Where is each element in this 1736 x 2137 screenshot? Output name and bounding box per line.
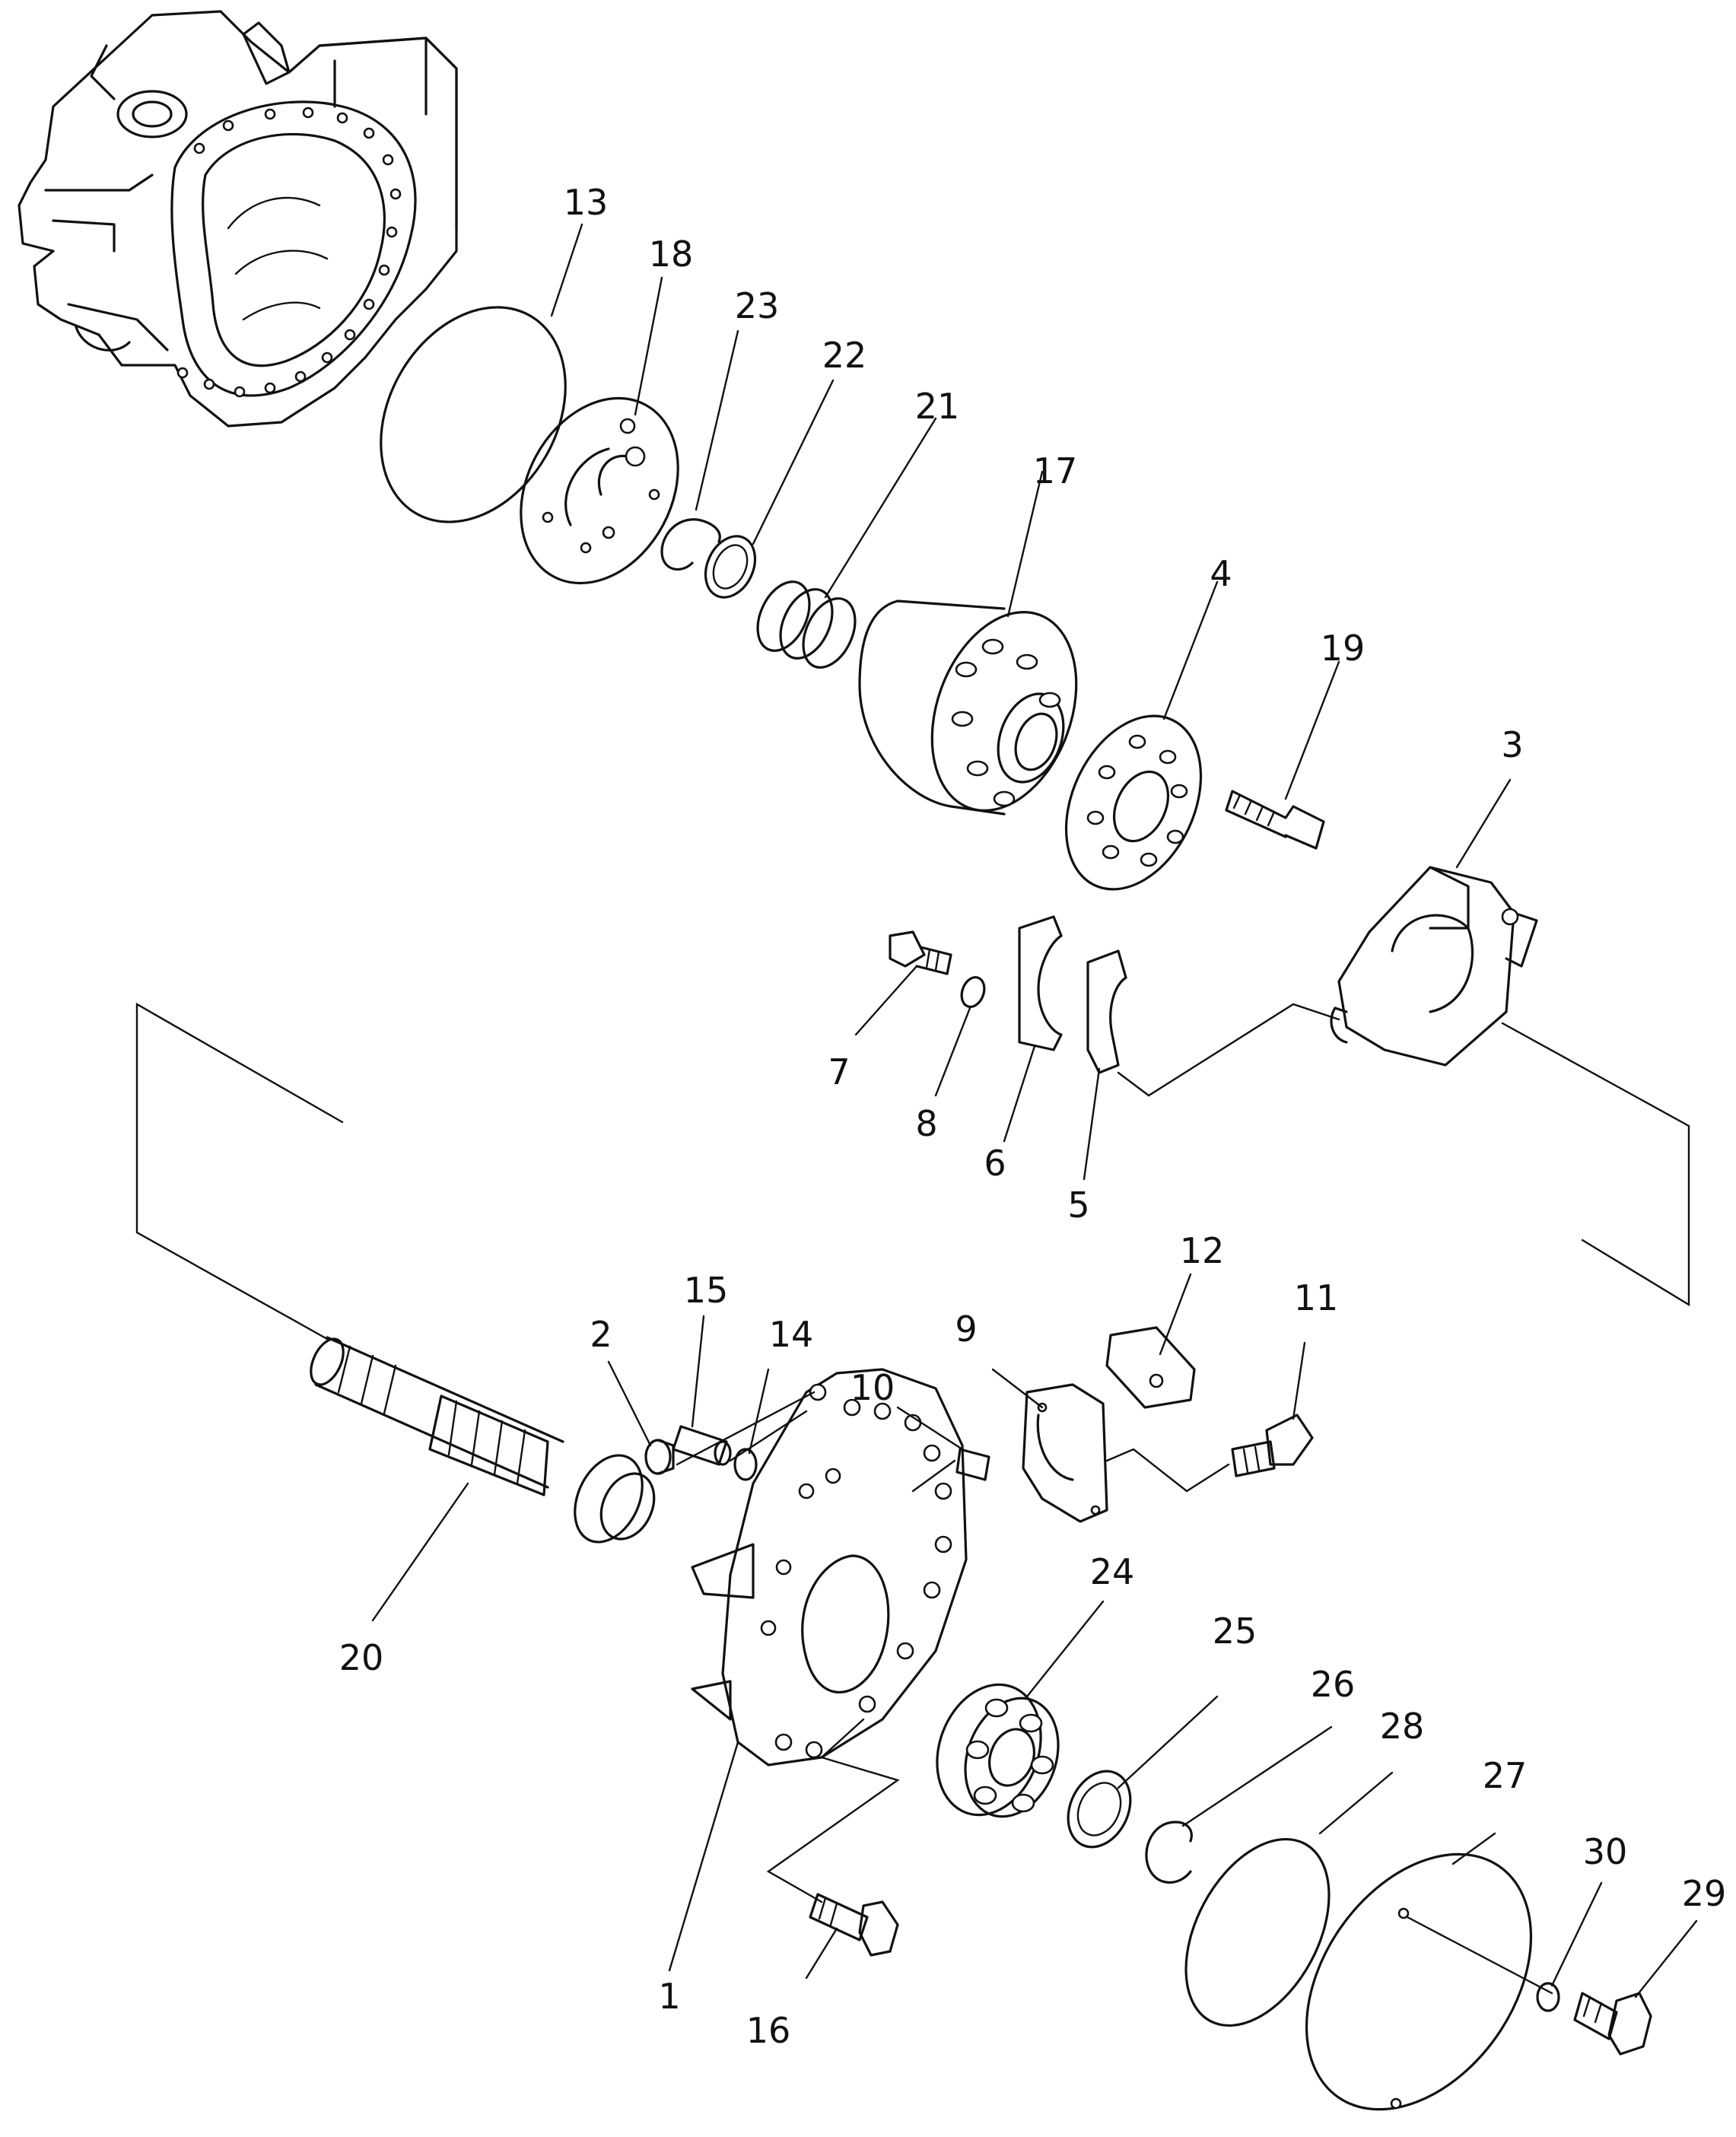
nozzle-2 bbox=[644, 1439, 675, 1475]
spring-21 bbox=[756, 580, 857, 669]
callout-11: 11 bbox=[1294, 1277, 1339, 1318]
callout-28: 28 bbox=[1380, 1706, 1425, 1747]
callout-30: 30 bbox=[1583, 1831, 1628, 1872]
callout-21: 21 bbox=[915, 386, 960, 427]
guide-5 bbox=[1086, 949, 1127, 1074]
snap-ring-23 bbox=[660, 518, 721, 571]
o-ring-28 bbox=[1184, 1837, 1331, 2027]
callout-2: 2 bbox=[590, 1314, 612, 1355]
callout-6: 6 bbox=[984, 1143, 1006, 1184]
pin-10 bbox=[955, 1448, 990, 1481]
callout-9: 9 bbox=[955, 1309, 977, 1350]
shaft-20 bbox=[310, 1336, 656, 1544]
washer-30 bbox=[1536, 1982, 1560, 2012]
bolt-11 bbox=[1231, 1414, 1314, 1477]
callout-22: 22 bbox=[822, 335, 867, 376]
o-ring-14 bbox=[733, 1448, 758, 1481]
pump-housing bbox=[17, 10, 458, 428]
washer-8 bbox=[960, 976, 986, 1008]
callout-26: 26 bbox=[1311, 1664, 1356, 1705]
callout-24: 24 bbox=[1090, 1551, 1135, 1592]
callout-labels: 13 18 23 22 21 17 4 19 3 7 8 6 5 12 11 9… bbox=[339, 182, 1727, 2051]
cylinder-block-17 bbox=[858, 599, 1078, 816]
callout-16: 16 bbox=[746, 2010, 791, 2051]
o-ring-13 bbox=[380, 306, 567, 523]
block-12 bbox=[1105, 1326, 1196, 1409]
callout-23: 23 bbox=[735, 285, 780, 326]
callout-7: 7 bbox=[828, 1051, 850, 1092]
plate-6 bbox=[1018, 915, 1063, 1051]
snap-ring-26 bbox=[1145, 1821, 1193, 1884]
callout-29: 29 bbox=[1682, 1873, 1727, 1914]
callout-18: 18 bbox=[649, 234, 694, 275]
callout-13: 13 bbox=[564, 182, 609, 223]
retainer-plate-4 bbox=[1064, 714, 1203, 891]
end-cover-1 bbox=[691, 1368, 968, 1767]
callout-1: 1 bbox=[658, 1976, 680, 2017]
callout-15: 15 bbox=[684, 1270, 729, 1311]
assembly-lines bbox=[135, 1002, 1690, 1995]
callout-25: 25 bbox=[1213, 1611, 1257, 1652]
callout-12: 12 bbox=[1180, 1230, 1225, 1271]
callout-19: 19 bbox=[1321, 628, 1366, 669]
bolt-29 bbox=[1573, 1992, 1652, 2056]
cover-plate-27 bbox=[1305, 1852, 1533, 2111]
swash-plate-3 bbox=[1330, 866, 1538, 1067]
valve-plate-18 bbox=[520, 396, 679, 585]
callout-27: 27 bbox=[1483, 1755, 1528, 1796]
bolt-16 bbox=[809, 1893, 899, 1957]
bearing-24 bbox=[936, 1683, 1060, 1818]
callout-8: 8 bbox=[915, 1103, 937, 1144]
pin-15 bbox=[672, 1425, 728, 1466]
callout-3: 3 bbox=[1501, 724, 1523, 765]
callout-10: 10 bbox=[851, 1367, 895, 1408]
bolt-7 bbox=[889, 930, 952, 975]
callout-14: 14 bbox=[769, 1314, 814, 1355]
washer-22 bbox=[704, 535, 757, 599]
callout-5: 5 bbox=[1067, 1185, 1089, 1226]
washer-25 bbox=[1067, 1770, 1132, 1849]
callout-20: 20 bbox=[339, 1637, 384, 1678]
callout-leaders bbox=[371, 223, 1698, 1999]
callout-17: 17 bbox=[1033, 450, 1078, 491]
pin-19 bbox=[1225, 790, 1325, 850]
callout-4: 4 bbox=[1210, 553, 1232, 594]
plate-9 bbox=[1022, 1383, 1108, 1523]
